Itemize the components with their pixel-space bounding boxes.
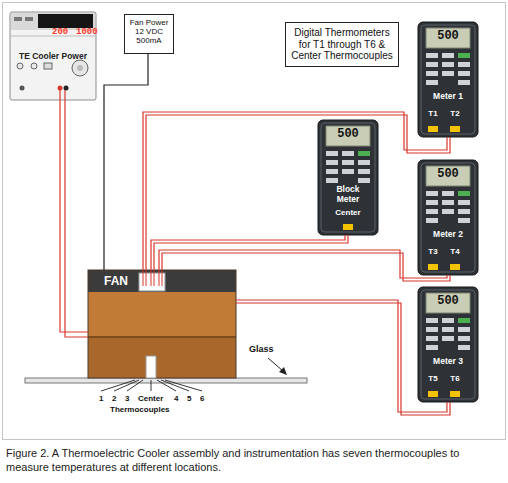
callout-number: 3 [125, 394, 129, 403]
channel-label: T5 [426, 374, 440, 383]
callout-number: 2 [112, 394, 116, 403]
wire-stub [64, 90, 65, 100]
meter-name: Meter 3 [418, 357, 478, 367]
channel-label: T2 [448, 109, 462, 118]
channel-label: T3 [426, 247, 440, 256]
power-supply-body [10, 12, 96, 100]
wire-stub [154, 270, 155, 286]
channel-label: T6 [448, 374, 462, 383]
callout-number: 4 [174, 394, 178, 403]
lcd-reading: 500 [426, 295, 470, 309]
lcd-reading: 500 [426, 168, 470, 182]
multimeter: 500Meter 1 T1 T2 [418, 22, 478, 137]
panel-knob [31, 63, 37, 69]
cooler-assembly: FAN [88, 270, 236, 378]
callout-number: Center [138, 394, 163, 403]
wire [143, 112, 450, 270]
input-jack [428, 391, 438, 397]
wire-stub [143, 270, 144, 286]
input-jack [450, 126, 460, 132]
display-digits: 200 [52, 27, 68, 37]
terminal [64, 86, 69, 91]
input-jack [450, 264, 460, 270]
lcd-reading: 500 [426, 30, 470, 44]
channel-label: T4 [448, 247, 462, 256]
panel-switch [44, 63, 52, 69]
heat-sink-block [88, 292, 236, 337]
callout-number: 1 [99, 394, 103, 403]
center-thermocouple [146, 356, 156, 378]
wire-stub [59, 90, 60, 100]
input-jack [450, 391, 460, 397]
meter-name: Meter 2 [418, 230, 478, 240]
input-jack [428, 264, 438, 270]
input-jack [428, 126, 438, 132]
power-supply: 200 1000 TE Cooler Power [10, 12, 96, 100]
fan-band [88, 270, 236, 292]
callout-number: 5 [187, 394, 191, 403]
note-box: Digital Thermometers for T1 through T6 &… [285, 22, 399, 67]
thermocouple-lead [165, 380, 202, 391]
box-text: Fan Power 12 VDC 500mA [128, 18, 170, 46]
thermocouple-lead [157, 380, 176, 391]
channel-label: Center [318, 208, 378, 217]
box-text: Digital Thermometers for T1 through T6 &… [290, 27, 394, 62]
wire-stub [159, 270, 160, 286]
assembly-outline [88, 270, 236, 378]
thermocouple-lead [127, 380, 143, 391]
cold-block [88, 337, 236, 378]
block-seam [88, 336, 236, 338]
leader-arrowhead [279, 367, 287, 375]
figure-frame [3, 3, 506, 440]
terminal [58, 86, 63, 91]
channel-label: T1 [426, 109, 440, 118]
multimeter [318, 120, 378, 235]
multimeter: 500Block MeterCenter [318, 120, 378, 235]
panel-button [25, 17, 33, 21]
power-box: Fan Power 12 VDC 500mA [124, 14, 174, 54]
meter-name: Meter 1 [418, 92, 478, 102]
thermocouple-lead [151, 380, 152, 391]
panel-dial [77, 65, 83, 71]
wire-stub [162, 270, 163, 286]
display-digits: 1000 [76, 27, 98, 37]
wire-stub [151, 270, 152, 286]
part-label: Glass [249, 344, 274, 354]
input-jack [343, 224, 353, 230]
device-label: TE Cooler Power [10, 52, 96, 62]
callout-number: 6 [200, 394, 204, 403]
lcd-reading: 500 [326, 128, 370, 142]
multimeter [418, 160, 478, 275]
meter-name: Block Meter [328, 185, 368, 205]
terminal [20, 86, 25, 91]
wire-stub [146, 270, 147, 286]
power-supply-display [38, 14, 93, 28]
wire [159, 250, 450, 281]
panel-dial [72, 60, 88, 76]
wire [236, 300, 450, 415]
group-label: Thermocouples [110, 405, 170, 414]
multimeter: 500Meter 3 T5 T6 [418, 287, 478, 402]
panel-knob [17, 63, 23, 69]
multimeter: 500Meter 2 T3 T4 [418, 160, 478, 275]
fan-label: FAN [104, 275, 128, 289]
figure-caption: Figure 2. A Thermoelectric Cooler assemb… [6, 446, 502, 475]
panel-button [14, 17, 22, 21]
wire [60, 100, 88, 337]
multimeter [418, 287, 478, 402]
multimeter [418, 22, 478, 137]
wire [104, 54, 148, 270]
leader-line [268, 358, 283, 371]
